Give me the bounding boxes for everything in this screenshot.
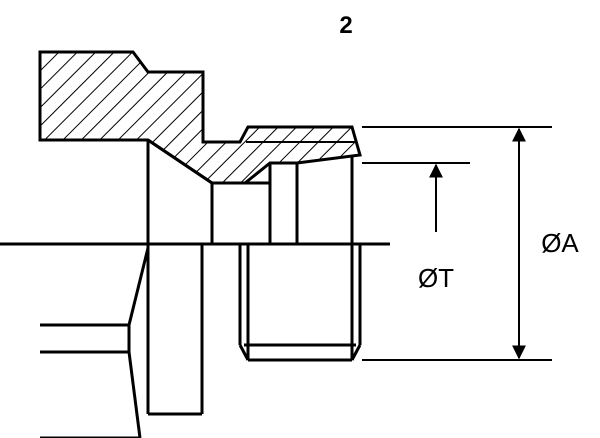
body-section-hatched [38, 50, 362, 185]
dimension-a-label: ØA [541, 228, 579, 258]
bore-cone-line [147, 138, 213, 185]
figure-number: 2 [339, 12, 352, 39]
internal-bore-profile [146, 140, 354, 244]
dimension-a [362, 126, 552, 361]
dimension-t-label: ØT [418, 263, 454, 293]
lower-external-view [40, 244, 362, 438]
dimension-t [362, 162, 470, 232]
